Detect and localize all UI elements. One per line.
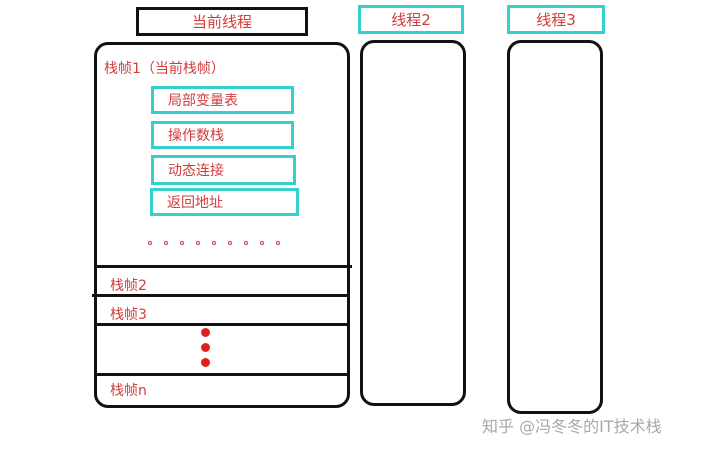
current-thread-stack — [94, 42, 350, 408]
ellipsis-dot-large — [201, 343, 210, 352]
current-thread-title-text: 当前线程 — [191, 13, 252, 31]
operand-stack: 操作数栈 — [151, 121, 294, 149]
frame-n-label: 栈帧n — [110, 383, 147, 399]
ellipsis-dot — [196, 241, 200, 245]
ellipsis-dot-large — [201, 358, 210, 367]
ellipsis-dot — [164, 241, 168, 245]
thread3-title: 线程3 — [507, 5, 605, 34]
frame2-label: 栈帧2 — [110, 278, 147, 294]
ellipsis-dot — [148, 241, 152, 245]
thread2-title-text: 线程2 — [391, 11, 431, 29]
frame-divider — [92, 294, 350, 297]
local-variable-table: 局部变量表 — [151, 86, 294, 114]
return-address: 返回地址 — [150, 188, 299, 216]
ellipsis-dot — [180, 241, 184, 245]
ellipsis-dot — [260, 241, 264, 245]
thread2-title: 线程2 — [358, 5, 464, 34]
thread3-stack — [507, 40, 603, 414]
frame-divider — [96, 373, 350, 376]
thread3-title-text: 线程3 — [536, 11, 576, 29]
thread2-stack — [360, 40, 466, 406]
ellipsis-dot — [276, 241, 280, 245]
watermark: 知乎 @冯冬冬的IT技术栈 — [482, 417, 662, 436]
ellipsis-dot — [244, 241, 248, 245]
ellipsis-dot — [228, 241, 232, 245]
frame-divider — [96, 323, 350, 326]
current-thread-title: 当前线程 — [136, 7, 308, 36]
ellipsis-dot-large — [201, 328, 210, 337]
dynamic-linking: 动态连接 — [151, 155, 296, 185]
frame3-label: 栈帧3 — [110, 307, 147, 323]
frame1-label: 栈帧1（当前栈帧） — [104, 61, 225, 77]
ellipsis-dot — [212, 241, 216, 245]
frame-divider — [94, 265, 352, 268]
